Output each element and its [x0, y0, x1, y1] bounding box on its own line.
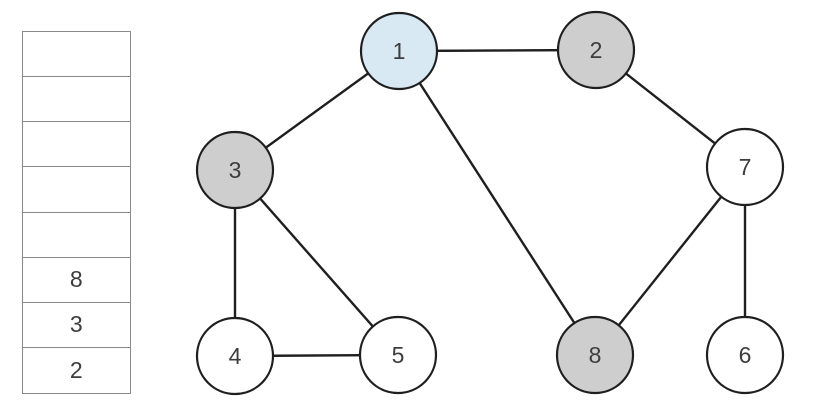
- node-1: [359, 11, 439, 91]
- stack-cell: 2: [69, 356, 84, 383]
- node-5: [358, 315, 438, 395]
- node-3: [195, 130, 275, 210]
- stack-cell: [23, 77, 130, 123]
- node-label-4: 4: [229, 343, 242, 369]
- node-label-1: 1: [393, 38, 406, 64]
- node-label-2: 2: [590, 37, 603, 63]
- stack-cell: [23, 167, 130, 213]
- stack-cell: 3: [23, 303, 130, 348]
- node-label-6: 6: [739, 342, 752, 368]
- node-label-3: 3: [229, 157, 242, 183]
- node-6: [705, 315, 785, 395]
- node-label-5: 5: [392, 342, 405, 368]
- node-label-8: 8: [589, 342, 602, 368]
- node-label-7: 7: [739, 154, 752, 180]
- stack-table: 8 3 2: [22, 31, 131, 394]
- edge-7-8: [593, 165, 747, 357]
- edge-3-5: [233, 168, 400, 357]
- node-7: [705, 127, 785, 207]
- node-4: [195, 316, 275, 396]
- stack-cell: [23, 32, 130, 78]
- stack-cell: [23, 213, 130, 258]
- stack-cell: [23, 122, 130, 168]
- stack-cell: 8: [23, 258, 130, 303]
- node-8: [555, 315, 635, 395]
- node-2: [556, 10, 636, 90]
- edge-1-8: [397, 49, 597, 357]
